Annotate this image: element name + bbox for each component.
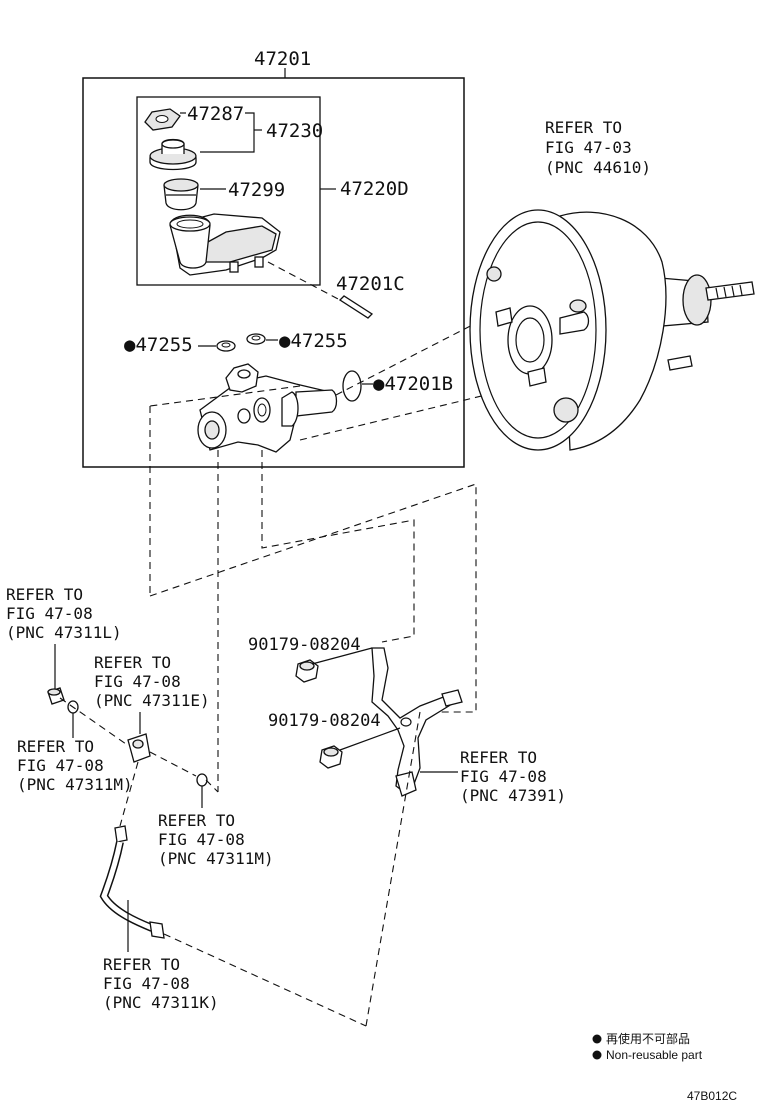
part-47311M-washer-b: [196, 773, 208, 787]
figure-code: 47B012C: [687, 1089, 737, 1103]
part-47255-grommet-right: [246, 333, 266, 345]
part-47299-strainer: [163, 178, 199, 211]
ref-47391-l1: REFER TO: [460, 748, 537, 767]
part-pedal-bracket: [371, 647, 463, 797]
part-47311L-union-bolt: [47, 687, 65, 705]
ref-47311E-l2: FIG 47-08: [94, 672, 181, 691]
ref-44610-l3: (PNC 44610): [545, 158, 651, 177]
label-47201B: ●47201B: [373, 373, 453, 395]
part-47255-grommet-left: [216, 340, 236, 352]
legend-bullet-jp: [592, 1034, 602, 1044]
ref-44610-l1: REFER TO: [545, 118, 622, 137]
part-47201B-oring: [342, 370, 362, 402]
ref-47311K-l3: (PNC 47311K): [103, 993, 219, 1012]
ref-47311M-a-l3: (PNC 47311M): [17, 775, 133, 794]
ref-47311M-b-l1: REFER TO: [158, 811, 235, 830]
ref-44610-l2: FIG 47-03: [545, 138, 632, 157]
part-brake-booster: [469, 209, 755, 451]
legend-jp: 再使用不可部品: [606, 1031, 690, 1046]
label-47201: 47201: [254, 48, 311, 70]
part-47287-gasket: [144, 108, 181, 131]
label-90179-a: 90179-08204: [248, 635, 361, 655]
part-47311E-connector: [127, 733, 151, 763]
ref-47391-l3: (PNC 47391): [460, 786, 566, 805]
part-47201C-pin: [338, 295, 374, 319]
ref-47311L-l3: (PNC 47311L): [6, 623, 122, 642]
part-47230-cap: [149, 138, 197, 171]
ref-47311M-a-l2: FIG 47-08: [17, 756, 104, 775]
part-90179-bolt-a: [295, 659, 319, 683]
label-47201C: 47201C: [336, 273, 405, 295]
label-47230: 47230: [266, 120, 323, 142]
ref-47311K-l1: REFER TO: [103, 955, 180, 974]
ref-47391-l2: FIG 47-08: [460, 767, 547, 786]
part-master-cylinder: [197, 363, 338, 453]
ref-47311M-a-l1: REFER TO: [17, 737, 94, 756]
ref-47311L-l1: REFER TO: [6, 585, 83, 604]
legend-en: Non-reusable part: [606, 1048, 703, 1062]
ref-47311M-b-l2: FIG 47-08: [158, 830, 245, 849]
part-90179-bolt-b: [319, 745, 343, 769]
ref-47311E-l3: (PNC 47311E): [94, 691, 210, 710]
reservoir-box-47220D: [136, 96, 321, 286]
part-47311K-hose: [99, 825, 165, 939]
ref-47311L-l2: FIG 47-08: [6, 604, 93, 623]
ref-47311E-l1: REFER TO: [94, 653, 171, 672]
label-47255-left: ●47255: [124, 334, 193, 356]
part-reservoir-tank: [169, 213, 281, 276]
ref-47311M-b-l3: (PNC 47311M): [158, 849, 274, 868]
legend-bullet-en: [592, 1050, 602, 1060]
label-47299: 47299: [228, 179, 285, 201]
label-47255-right: ●47255: [279, 330, 348, 352]
label-47287: 47287: [187, 103, 244, 125]
label-47220D: 47220D: [340, 178, 409, 200]
assembly-box-47201: [82, 77, 465, 468]
ref-47311K-l2: FIG 47-08: [103, 974, 190, 993]
label-90179-b: 90179-08204: [268, 711, 381, 731]
